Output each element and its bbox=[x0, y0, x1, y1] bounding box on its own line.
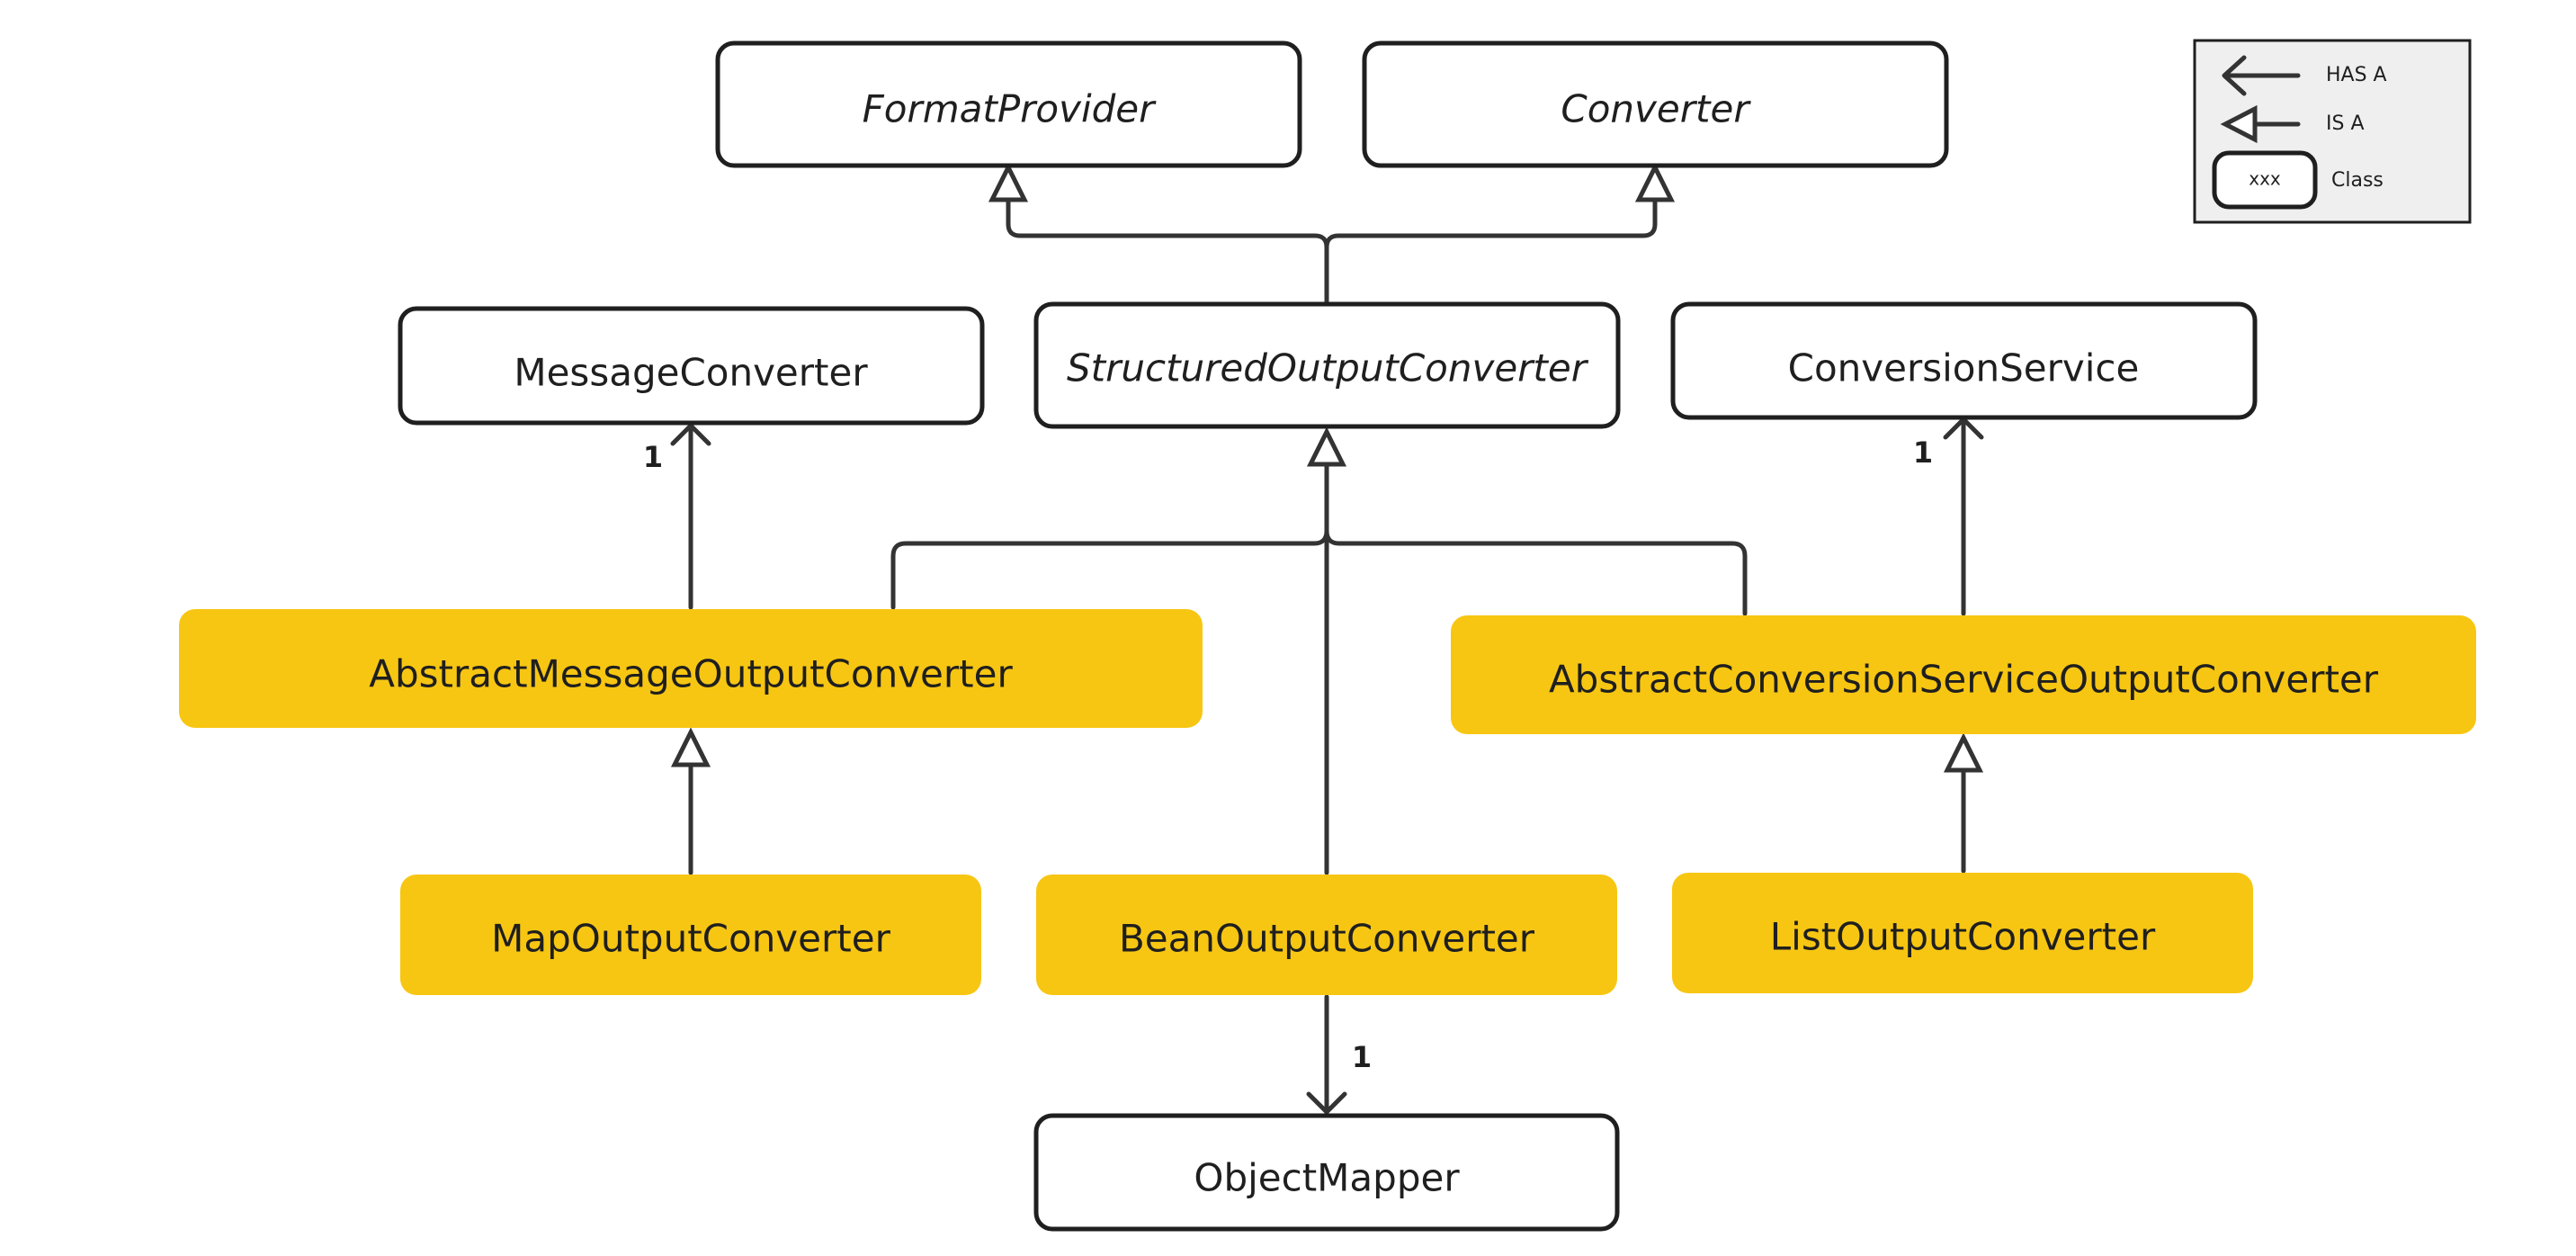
class-box-mapoutputconverter: MapOutputConverter bbox=[400, 875, 981, 995]
class-box-abstractmessageoutputconverter: AbstractMessageOutputConverter bbox=[179, 609, 1203, 728]
class-label-mapoutputconverter: MapOutputConverter bbox=[491, 917, 890, 961]
class-label-listoutputconverter: ListOutputConverter bbox=[1770, 915, 2156, 959]
class-box-beanoutputconverter: BeanOutputConverter bbox=[1036, 875, 1617, 995]
legend-has-a-label: HAS A bbox=[2326, 64, 2387, 86]
legend-class-sample-box bbox=[2212, 150, 2318, 210]
has-a-arrowhead-objectmapper bbox=[1306, 1091, 1347, 1115]
class-label-abstractconversionserviceoutputconverter: AbstractConversionServiceOutputConverter bbox=[1549, 658, 2379, 702]
class-box-conversionservice: ConversionService bbox=[1670, 301, 2258, 420]
multiplicity-messageconverter: 1 bbox=[643, 440, 663, 474]
connector-soc-to-converter bbox=[1324, 195, 1658, 250]
legend-is-a-triangle-icon bbox=[2220, 104, 2258, 144]
class-label-conversionservice: ConversionService bbox=[1788, 346, 2140, 390]
is-a-triangle-abstractconversion bbox=[1943, 732, 1984, 773]
class-label-structuredoutputconverter: StructuredOutputConverter bbox=[1067, 346, 1589, 390]
legend-class-label: Class bbox=[2331, 169, 2384, 192]
is-a-triangle-abstractmessage bbox=[670, 727, 711, 767]
legend-has-a-arrow-icon bbox=[2222, 55, 2301, 96]
class-box-formatprovider: FormatProvider bbox=[715, 40, 1302, 168]
class-box-abstractconversionserviceoutputconverter: AbstractConversionServiceOutputConverter bbox=[1451, 615, 2476, 734]
connector-abstractconversion-to-soc bbox=[1324, 528, 1748, 616]
has-a-arrowhead-messageconverter bbox=[670, 423, 711, 446]
class-box-listoutputconverter: ListOutputConverter bbox=[1672, 873, 2253, 993]
multiplicity-conversionservice: 1 bbox=[1913, 435, 1933, 470]
legend-is-a-label: IS A bbox=[2326, 112, 2365, 135]
connector-soc-to-formatprovider bbox=[1006, 195, 1329, 306]
class-label-beanoutputconverter: BeanOutputConverter bbox=[1119, 917, 1535, 961]
class-label-objectmapper: ObjectMapper bbox=[1194, 1156, 1460, 1200]
class-label-converter: Converter bbox=[1561, 87, 1751, 131]
legend: HAS A IS A xxx Class bbox=[2193, 39, 2472, 224]
class-label-messageconverter: MessageConverter bbox=[514, 351, 868, 395]
connector-abstractmessage-to-soc bbox=[890, 461, 1329, 610]
class-box-converter: Converter bbox=[1362, 40, 1949, 168]
class-box-messageconverter: MessageConverter bbox=[398, 306, 985, 426]
is-a-triangle-converter bbox=[1634, 162, 1676, 202]
class-box-objectmapper: ObjectMapper bbox=[1033, 1113, 1620, 1232]
class-box-structuredoutputconverter: StructuredOutputConverter bbox=[1033, 301, 1621, 429]
is-a-triangle-formatprovider bbox=[988, 162, 1029, 202]
is-a-triangle-soc bbox=[1306, 426, 1347, 467]
multiplicity-objectmapper: 1 bbox=[1352, 1040, 1372, 1074]
class-label-formatprovider: FormatProvider bbox=[863, 87, 1158, 131]
class-label-abstractmessageoutputconverter: AbstractMessageOutputConverter bbox=[369, 652, 1013, 696]
legend-class-sample-text: xxx bbox=[2249, 168, 2281, 190]
